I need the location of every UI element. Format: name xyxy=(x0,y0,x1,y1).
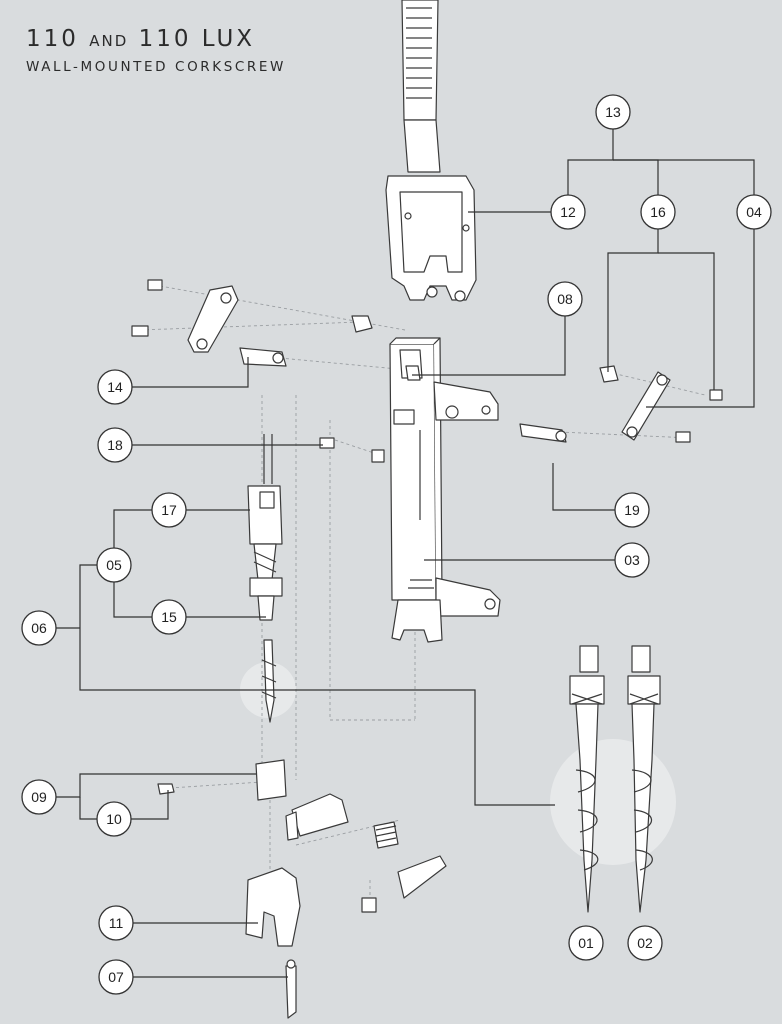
callout-16: 16 xyxy=(640,194,676,230)
callout-10: 10 xyxy=(96,801,132,837)
diagram-title: 110 AND 110 LUX xyxy=(26,28,286,51)
callout-09: 09 xyxy=(21,779,57,815)
spiral-highlight-halo xyxy=(550,739,676,865)
callout-11: 11 xyxy=(98,905,134,941)
callout-17: 17 xyxy=(151,492,187,528)
svg-text:02: 02 xyxy=(637,935,653,951)
callout-06: 06 xyxy=(21,610,57,646)
svg-text:19: 19 xyxy=(624,502,640,518)
callout-14: 14 xyxy=(97,369,133,405)
svg-text:06: 06 xyxy=(31,620,47,636)
callout-03: 03 xyxy=(614,542,650,578)
title-prefix: 110 xyxy=(26,26,90,52)
svg-text:15: 15 xyxy=(161,609,177,625)
callout-19: 19 xyxy=(614,492,650,528)
handle-arm xyxy=(385,0,477,302)
callout-08: 08 xyxy=(547,281,583,317)
lower-assembly xyxy=(157,759,447,1019)
upper-linkage xyxy=(131,279,723,463)
callout-07: 07 xyxy=(98,959,134,995)
main-body xyxy=(389,337,501,643)
title-connector: AND xyxy=(89,32,129,50)
svg-text:01: 01 xyxy=(578,935,594,951)
svg-text:17: 17 xyxy=(161,502,177,518)
callout-02: 02 xyxy=(627,925,663,961)
callout-05: 05 xyxy=(96,547,132,583)
svg-text:05: 05 xyxy=(106,557,122,573)
leader-lines xyxy=(56,129,755,978)
callout-12: 12 xyxy=(550,194,586,230)
callout-01: 01 xyxy=(568,925,604,961)
svg-text:07: 07 xyxy=(108,969,124,985)
diagram-subtitle: WALL-MOUNTED CORKSCREW xyxy=(26,59,286,75)
spiral-worms xyxy=(569,645,661,913)
title-block: 110 AND 110 LUX WALL-MOUNTED CORKSCREW xyxy=(26,28,286,75)
svg-text:03: 03 xyxy=(624,552,640,568)
svg-text:13: 13 xyxy=(605,104,621,120)
svg-text:04: 04 xyxy=(746,204,762,220)
svg-text:12: 12 xyxy=(560,204,576,220)
callouts: 13 12 16 04 08 14 18 19 17 05 03 15 06 0… xyxy=(21,94,772,995)
piston-assembly xyxy=(247,434,283,723)
svg-text:09: 09 xyxy=(31,789,47,805)
title-suffix: 110 LUX xyxy=(128,26,256,52)
callout-18: 18 xyxy=(97,427,133,463)
svg-text:16: 16 xyxy=(650,204,666,220)
svg-text:10: 10 xyxy=(106,811,122,827)
svg-text:14: 14 xyxy=(107,379,123,395)
svg-text:18: 18 xyxy=(107,437,123,453)
callout-04: 04 xyxy=(736,194,772,230)
svg-text:08: 08 xyxy=(557,291,573,307)
svg-text:11: 11 xyxy=(109,915,124,931)
callout-15: 15 xyxy=(151,599,187,635)
callout-13: 13 xyxy=(595,94,631,130)
